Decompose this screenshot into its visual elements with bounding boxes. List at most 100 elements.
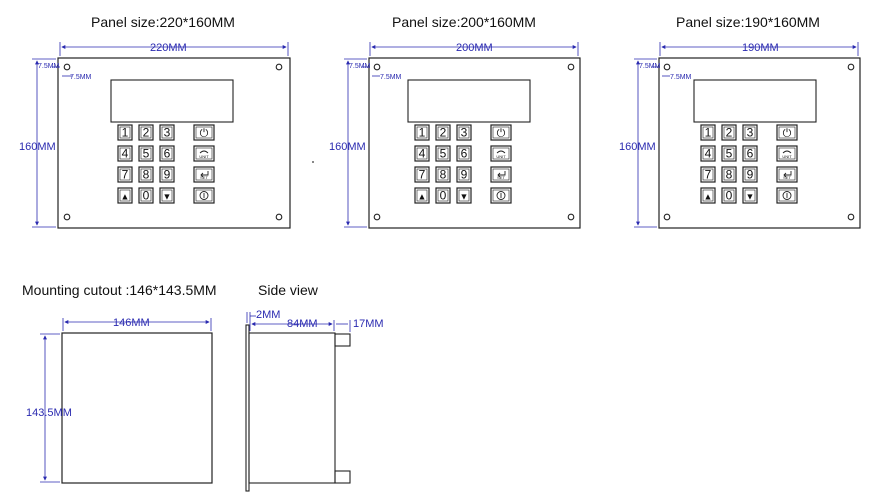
key-border	[776, 166, 798, 183]
power-key[interactable]: ⏻	[193, 124, 215, 141]
digit-key-label: 1	[705, 126, 712, 140]
digit-key-label: 5	[726, 147, 733, 161]
down-arrow-key[interactable]: ▼	[159, 187, 175, 204]
key-border	[742, 187, 758, 204]
digit-key[interactable]: 3	[742, 124, 758, 141]
up-arrow-key[interactable]: ▲	[414, 187, 430, 204]
cutout-width-label: 146MM	[113, 317, 150, 329]
info-key[interactable]	[193, 187, 215, 204]
digit-key[interactable]: 7	[414, 166, 430, 183]
panel-2-corner-v-label: 7.5MM	[349, 63, 371, 70]
power-key[interactable]: ⏻	[490, 124, 512, 141]
mount-hole	[63, 63, 71, 71]
digit-key[interactable]: 4	[117, 145, 133, 162]
key-border	[117, 187, 133, 204]
set-key[interactable]: SET	[776, 166, 798, 183]
digit-key-label: 5	[440, 147, 447, 161]
unit-key[interactable]: UNIT	[490, 145, 512, 162]
key-border	[193, 166, 215, 183]
digit-key[interactable]: 0	[138, 187, 154, 204]
key-inner-border	[744, 126, 756, 139]
power-key[interactable]: ⏻	[776, 124, 798, 141]
down-arrow-key[interactable]: ▼	[456, 187, 472, 204]
key-inner-border	[492, 147, 510, 160]
key-inner-border	[119, 189, 131, 202]
digit-key[interactable]: 6	[456, 145, 472, 162]
key-border	[435, 166, 451, 183]
key-inner-border	[702, 126, 714, 139]
up-arrow-key[interactable]: ▲	[117, 187, 133, 204]
refresh-icon	[496, 150, 506, 154]
digit-key[interactable]: 1	[414, 124, 430, 141]
info-key[interactable]	[776, 187, 798, 204]
down-arrow-key[interactable]: ▼	[742, 187, 758, 204]
key-border	[456, 187, 472, 204]
unit-key[interactable]: UNIT	[776, 145, 798, 162]
digit-key[interactable]: 7	[700, 166, 716, 183]
unit-key-label: UNIT	[496, 154, 506, 159]
digit-key[interactable]: 0	[435, 187, 451, 204]
info-key[interactable]	[490, 187, 512, 204]
digit-key[interactable]: 5	[138, 145, 154, 162]
mount-hole	[567, 213, 575, 221]
mount-hole	[663, 63, 671, 71]
digit-key[interactable]: 9	[159, 166, 175, 183]
digit-key[interactable]: 5	[721, 145, 737, 162]
key-inner-border	[744, 189, 756, 202]
key-border	[456, 166, 472, 183]
set-key-label: SET	[497, 175, 505, 180]
unit-key-label: UNIT	[782, 154, 792, 159]
digit-key-label: 7	[705, 168, 712, 182]
digit-key[interactable]: 9	[742, 166, 758, 183]
digit-key[interactable]: 1	[700, 124, 716, 141]
key-inner-border	[437, 126, 449, 139]
digit-key[interactable]: 1	[117, 124, 133, 141]
up-arrow-key[interactable]: ▲	[700, 187, 716, 204]
unit-key[interactable]: UNIT	[193, 145, 215, 162]
panel-3-corner-v-label: 7.5MM	[639, 63, 661, 70]
power-icon: ⏻	[497, 128, 506, 140]
digit-key-label: 2	[726, 126, 733, 140]
digit-key[interactable]: 3	[456, 124, 472, 141]
key-border	[414, 187, 430, 204]
panel-1-height-label: 160MM	[19, 141, 56, 153]
digit-key[interactable]: 0	[721, 187, 737, 204]
digit-key[interactable]: 2	[138, 124, 154, 141]
digit-key[interactable]: 6	[159, 145, 175, 162]
panel-3-width-label: 190MM	[742, 42, 779, 54]
digit-key[interactable]: 2	[435, 124, 451, 141]
key-border	[776, 124, 798, 141]
mount-hole	[663, 213, 671, 221]
panel-1-corner-h-label: 7.5MM	[70, 74, 92, 81]
digit-key[interactable]: 4	[414, 145, 430, 162]
key-inner-border	[195, 126, 213, 139]
panel-1-corner-v-label: 7.5MM	[38, 63, 60, 70]
info-circle-icon	[199, 191, 209, 200]
mount-hole	[373, 213, 381, 221]
key-border	[193, 145, 215, 162]
digit-key[interactable]: 3	[159, 124, 175, 141]
set-key[interactable]: SET	[490, 166, 512, 183]
digit-key[interactable]: 2	[721, 124, 737, 141]
set-key[interactable]: SET	[193, 166, 215, 183]
key-inner-border	[416, 189, 428, 202]
digit-key[interactable]: 5	[435, 145, 451, 162]
refresh-icon	[782, 150, 792, 154]
digit-key[interactable]: 4	[700, 145, 716, 162]
digit-key[interactable]: 9	[456, 166, 472, 183]
digit-key[interactable]: 6	[742, 145, 758, 162]
digit-key[interactable]: 8	[138, 166, 154, 183]
key-inner-border	[458, 168, 470, 181]
side-view-terminal-top	[334, 333, 351, 347]
digit-key[interactable]: 8	[721, 166, 737, 183]
key-border	[435, 124, 451, 141]
key-inner-border	[702, 147, 714, 160]
panel-2-outline	[368, 57, 581, 229]
up-arrow-icon: ▲	[121, 192, 130, 202]
key-inner-border	[195, 189, 213, 202]
digit-key[interactable]: 8	[435, 166, 451, 183]
digit-key[interactable]: 7	[117, 166, 133, 183]
key-inner-border	[119, 147, 131, 160]
key-border	[700, 124, 716, 141]
